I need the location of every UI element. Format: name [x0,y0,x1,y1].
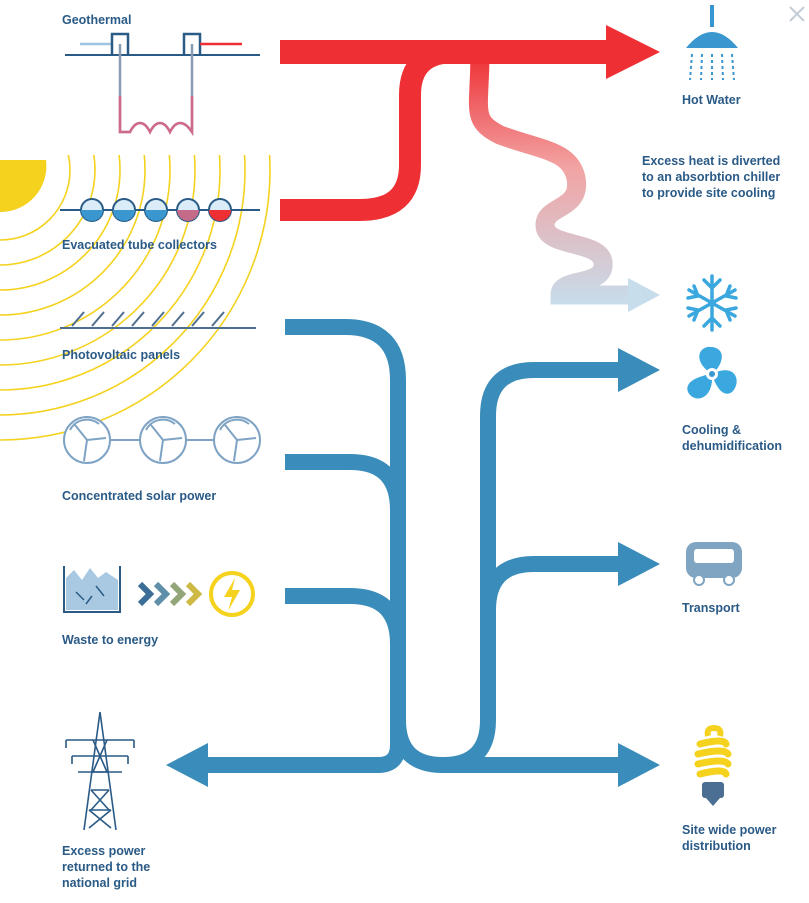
concentrated-solar-label: Concentrated solar power [62,489,217,503]
bus-icon [686,542,742,586]
cooling-line [480,362,624,720]
csp-feed-line [285,454,406,511]
photovoltaic-icon [60,311,256,329]
cooling-arrowhead [618,348,660,392]
power-flow [196,319,624,774]
grid-arrowhead [166,743,208,787]
snowflake-icon [686,274,738,332]
fan-icon [687,346,737,399]
grid-return-label: Excess power returned to the national gr… [62,844,151,890]
sun-rays [0,155,271,441]
heat-flow [280,25,660,312]
transport-arrowhead [618,542,660,586]
solar-heat-line [280,41,456,221]
pylon-icon [65,711,135,831]
chiller-flow-line [468,51,632,305]
waste-feed-line [285,588,406,645]
cooling-label: Cooling & dehumidification [682,423,782,453]
geothermal-label: Geothermal [62,13,132,27]
photovoltaic-label: Photovoltaic panels [62,348,181,362]
waste-to-energy-label: Waste to energy [62,633,159,647]
evacuated-tube-label: Evacuated tube collectors [62,238,217,252]
evacuated-tube-icon [60,198,260,222]
lightning-icon [209,571,255,617]
geothermal-icon [65,32,260,137]
hot-water-arrowhead [606,25,660,79]
transport-line [480,556,624,611]
site-power-label: Site wide power distribution [682,823,777,853]
transport-label: Transport [682,601,740,615]
excess-heat-label: Excess heat is diverted to an absorbtion… [642,154,781,200]
close-icon[interactable] [786,3,808,25]
site-power-arrowhead [618,743,660,787]
chevrons-icon [137,581,203,607]
waste-bin-icon [63,566,121,613]
trunk-line [196,319,406,773]
sun-icon [0,160,47,213]
concentrated-solar-icon [63,416,261,464]
hot-water-label: Hot Water [682,93,741,107]
chiller-arrowhead [628,278,660,312]
shower-icon [686,5,738,81]
light-bulb-icon [694,724,732,806]
